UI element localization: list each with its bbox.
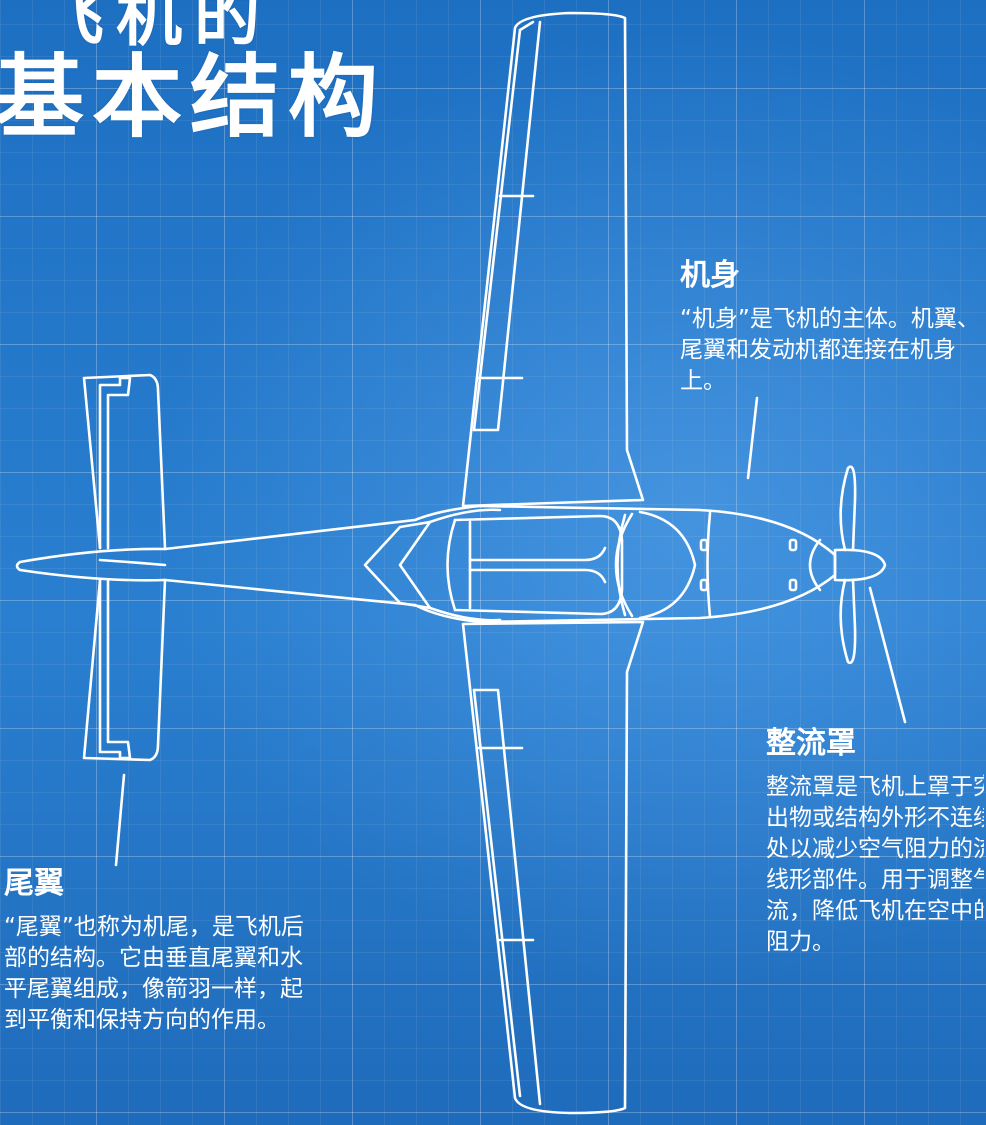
vertical-tail — [15, 547, 167, 582]
fuselage-text: “机身”是飞机的主体。机翼、尾翼和发动机都连接在机身上。 — [680, 306, 980, 394]
title-line-2: 基本结构 — [0, 45, 386, 151]
fuselage-leader — [746, 396, 759, 480]
fuselage-heading: 机身 — [680, 258, 740, 293]
fairing-text: 整流罩是飞机上罩于突出物或结构外形不连续处以减少空气阻力的流线形部件。用于调整气… — [766, 774, 984, 955]
propeller — [839, 465, 857, 552]
horizontal-tail-upper — [82, 373, 167, 550]
page-title: 飞机的 基本结构 — [0, 0, 386, 146]
fairing-label: 整流罩 整流罩是飞机上罩于突出物或结构外形不连续处以减少空气阻力的流线形部件。用… — [766, 718, 984, 958]
tail-heading: 尾翼 — [4, 866, 64, 901]
tail-text: “尾翼”也称为机尾，是飞机后部的结构。它由垂直尾翼和水平尾翼组成，像箭羽一样，起… — [4, 914, 304, 1033]
tail-label: 尾翼 “尾翼”也称为机尾，是飞机后部的结构。它由垂直尾翼和水平尾翼组成，像箭羽一… — [4, 858, 304, 1036]
spinner — [833, 548, 887, 582]
title-line-1: 飞机的 — [38, 0, 272, 55]
fairing-leader — [868, 586, 907, 724]
tail-leader — [114, 773, 126, 867]
lower-wing — [461, 620, 645, 1115]
fairing-heading: 整流罩 — [766, 726, 856, 761]
fuselage-label: 机身 “机身”是飞机的主体。机翼、尾翼和发动机都连接在机身上。 — [680, 250, 984, 397]
fuselage-outline — [163, 504, 837, 624]
upper-wing — [461, 11, 645, 508]
horizontal-tail-lower — [82, 578, 167, 762]
